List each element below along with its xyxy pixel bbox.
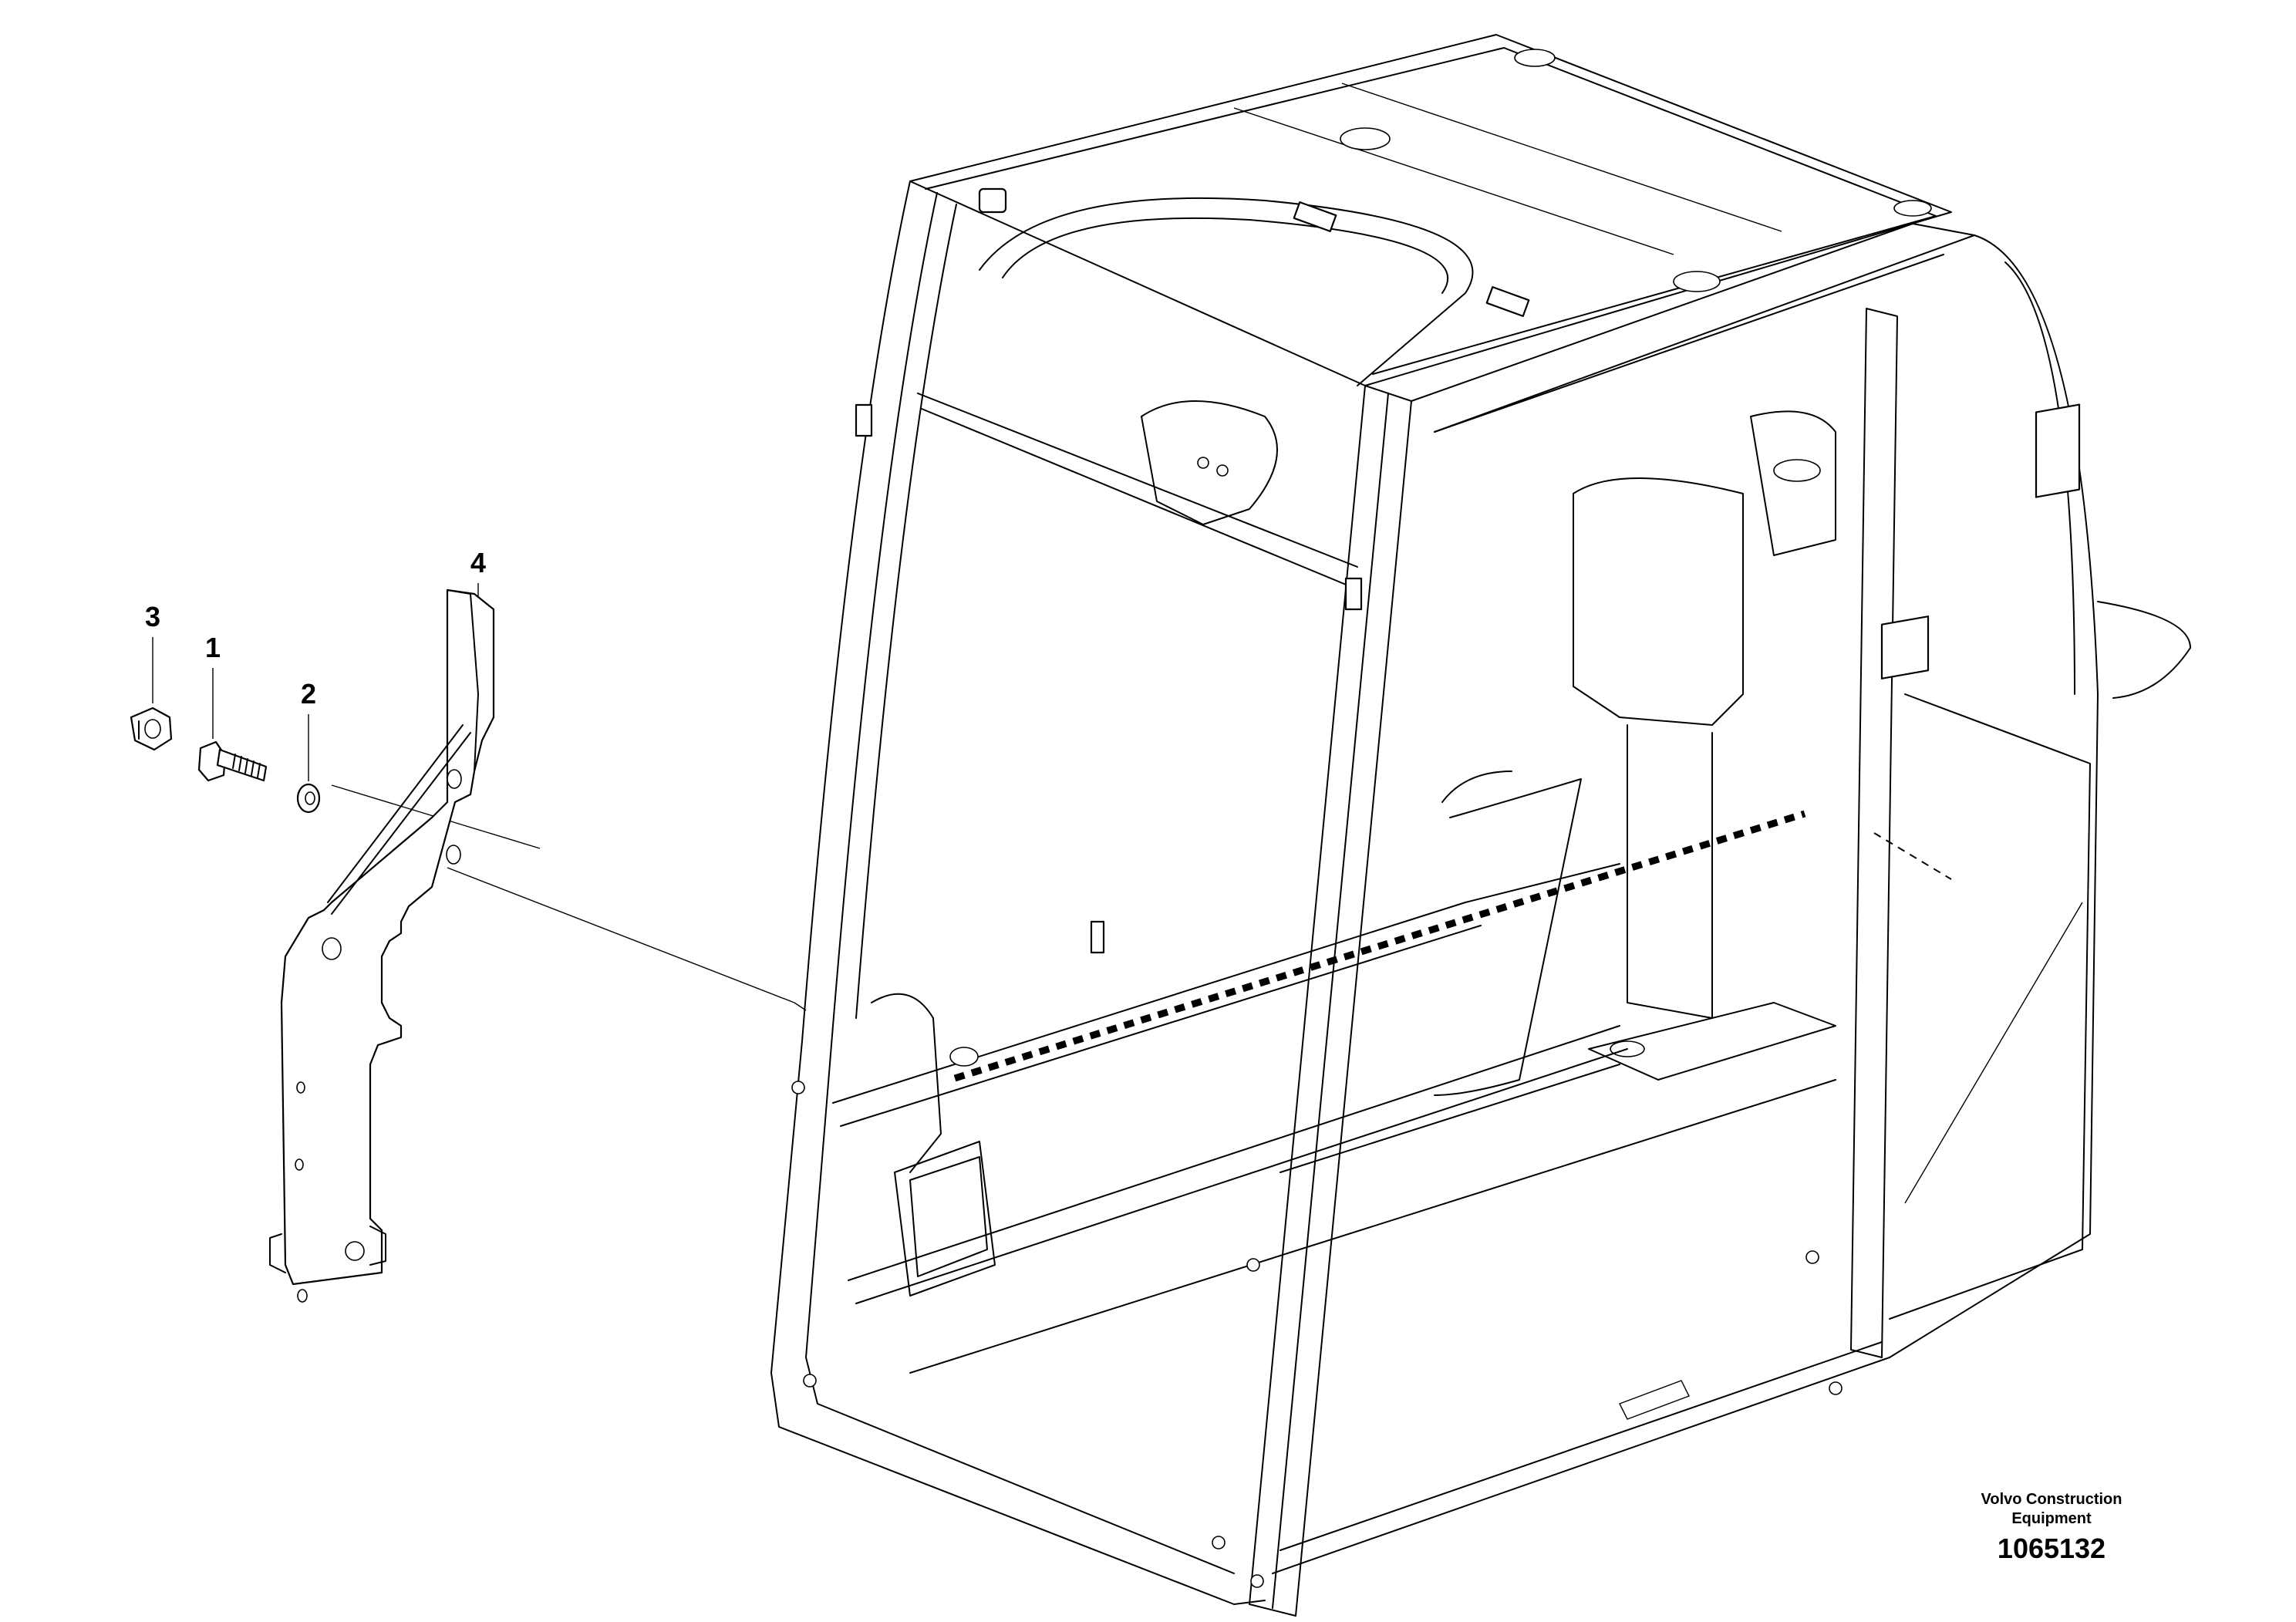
svg-text:2: 2 bbox=[301, 678, 316, 710]
bracket-part-4 bbox=[269, 588, 495, 1303]
svg-text:1: 1 bbox=[205, 632, 221, 663]
callout-2: 2 bbox=[301, 678, 316, 781]
bolt-part-1 bbox=[197, 740, 268, 782]
callout-1: 1 bbox=[205, 632, 221, 739]
svg-text:3: 3 bbox=[145, 601, 160, 632]
callout-3: 3 bbox=[145, 601, 160, 703]
nut-part-3 bbox=[130, 706, 173, 751]
drawing-number: 1065132 bbox=[1998, 1533, 2106, 1564]
operator-cab-frame bbox=[770, 34, 2191, 1617]
manufacturer-line-2: Equipment bbox=[2011, 1510, 2092, 1527]
callout-4: 4 bbox=[470, 547, 486, 598]
manufacturer-line-1: Volvo Construction bbox=[1981, 1491, 2122, 1508]
manufacturer-block: Volvo Construction Equipment 1065132 bbox=[1981, 1491, 2122, 1564]
svg-text:4: 4 bbox=[470, 547, 486, 578]
washer-part-2 bbox=[296, 783, 321, 814]
